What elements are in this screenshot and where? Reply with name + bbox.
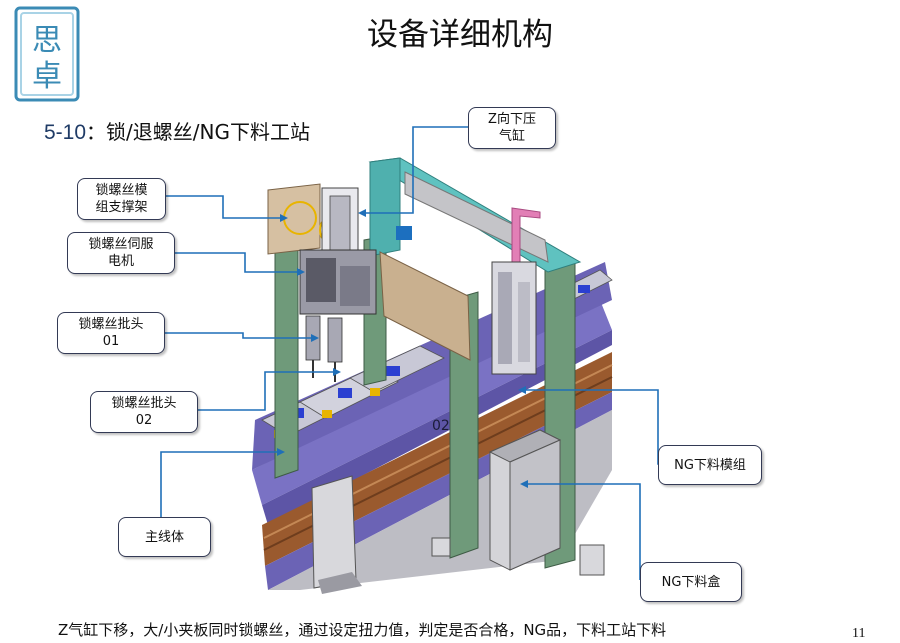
callout-ng-module: NG下料模组 (658, 445, 762, 485)
callout-text: 锁螺丝批头 02 (111, 396, 177, 428)
leader-arrowheads (277, 209, 528, 488)
screw-module (267, 183, 541, 382)
logo-char-2: 卓 (32, 59, 62, 94)
callout-bit-01: 锁螺丝批头 01 (57, 312, 165, 354)
leader-bit-02 (198, 371, 336, 411)
base-brackets (311, 475, 605, 594)
page-title: 设备详细机构 (367, 17, 553, 53)
callout-main-line: 主线体 (118, 517, 211, 557)
callout-text: Z向下压 气缸 (488, 112, 536, 144)
callout-z-cylinder: Z向下压 气缸 (468, 107, 556, 149)
callout-text: 锁螺丝批头 01 (78, 317, 144, 349)
callout-bit-02: 锁螺丝批头 02 (90, 391, 198, 433)
leader-support-frame (166, 195, 283, 219)
company-logo: 思 卓 (14, 6, 80, 102)
logo-inner-border (20, 12, 74, 96)
section-separator: ： (86, 120, 107, 144)
leader-servo-motor (175, 252, 300, 273)
callout-text: NG下料模组 (674, 457, 746, 473)
logo-char-1: 思 (32, 23, 62, 58)
section-header: 5-10：锁/退螺丝/NG下料工站 (44, 116, 310, 145)
section-text: 锁/退螺丝/NG下料工站 (106, 120, 310, 144)
section-number: 5-10 (44, 121, 87, 144)
callout-text: 主线体 (144, 529, 184, 545)
ng-box-shape (488, 429, 562, 571)
callout-servo-motor: 锁螺丝伺服 电机 (67, 232, 175, 274)
leader-z-cylinder (363, 126, 468, 214)
callout-text: NG下料盒 (661, 574, 721, 590)
leader-bit-01 (165, 332, 314, 339)
callout-ng-box: NG下料盒 (640, 562, 742, 602)
callout-text: 锁螺丝伺服 电机 (88, 237, 154, 269)
caption-text: Z气缸下移，大/小夹板同时锁螺丝，通过设定扭力值，判定是否合格，NG品，下料工站… (58, 621, 667, 639)
logo-border (14, 6, 80, 102)
leader-ng-box (525, 483, 641, 580)
station-number-marking: 02 (432, 418, 450, 434)
leader-lines (160, 126, 660, 580)
page-number: 11 (852, 626, 866, 641)
callout-text: 锁螺丝模 组支撑架 (95, 183, 148, 215)
callout-support-frame: 锁螺丝模 组支撑架 (77, 178, 166, 220)
